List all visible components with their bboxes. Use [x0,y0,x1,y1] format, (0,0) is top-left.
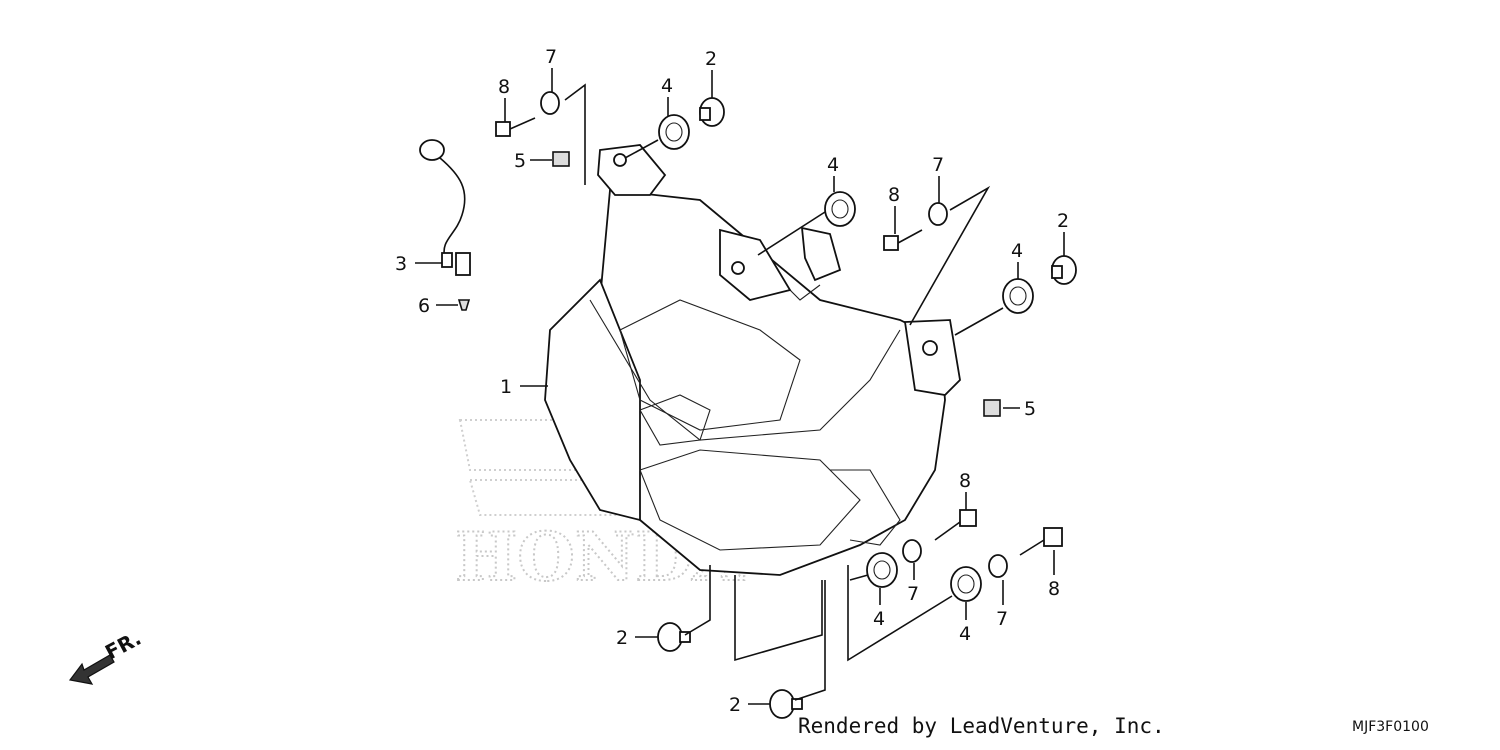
callout-4-c: 4 [1011,240,1023,262]
callout-8-c: 8 [959,470,971,492]
callout-8-d: 8 [1048,578,1060,600]
render-credit: Rendered by LeadVenture, Inc. [798,714,1165,738]
grommet-part-4-a [658,114,690,150]
grommet-part-4-d [866,552,898,588]
callout-2-d: 2 [729,694,741,716]
callout-7-c: 7 [907,583,919,605]
leader-lines [415,68,1065,705]
clip-part-5-b [983,399,1001,417]
collar-part-2-c [657,622,691,652]
washer-part-7-b [928,202,948,226]
callout-8-b: 8 [888,184,900,206]
callouts: 8 7 4 2 5 4 8 7 2 4 3 6 1 5 8 8 7 4 7 4 … [395,46,1069,716]
grommet-part-4-c [1002,278,1034,314]
grommet-part-4-b [824,191,856,227]
washer-part-7-c [902,539,922,563]
callout-6: 6 [418,295,430,317]
callout-1: 1 [500,376,512,398]
headlight-assembly [544,144,961,576]
bolt-part-8-c [934,509,977,541]
screw-part-6 [457,299,471,311]
bolt-part-8-d [1019,527,1063,556]
grommet-part-4-e [950,566,982,602]
callout-8-a: 8 [498,76,510,98]
callout-7-d: 7 [996,608,1008,630]
callout-2-b: 2 [1057,210,1069,232]
callout-5-b: 5 [1024,398,1036,420]
collar-part-2-b [1051,255,1077,285]
washer-part-7-d [988,554,1008,578]
callout-4-e: 4 [959,623,971,645]
callout-5-a: 5 [514,150,526,172]
bolt-part-8-b [883,229,923,251]
callout-2-c: 2 [616,627,628,649]
harness-part-3 [419,139,471,276]
clip-part-5-a [552,151,570,167]
callout-7-a: 7 [545,46,557,68]
callout-4-a: 4 [661,75,673,97]
diagram-code: MJF3F0100 [1352,719,1429,735]
front-direction-arrow: FR. [68,626,145,685]
callout-2-a: 2 [705,48,717,70]
washer-part-7-a [540,91,560,115]
collar-part-2-a [699,97,725,127]
bolt-part-8-a [495,117,536,137]
callout-3: 3 [395,253,407,275]
callout-7-b: 7 [932,154,944,176]
callout-4-d: 4 [873,608,885,630]
callout-4-b: 4 [827,154,839,176]
